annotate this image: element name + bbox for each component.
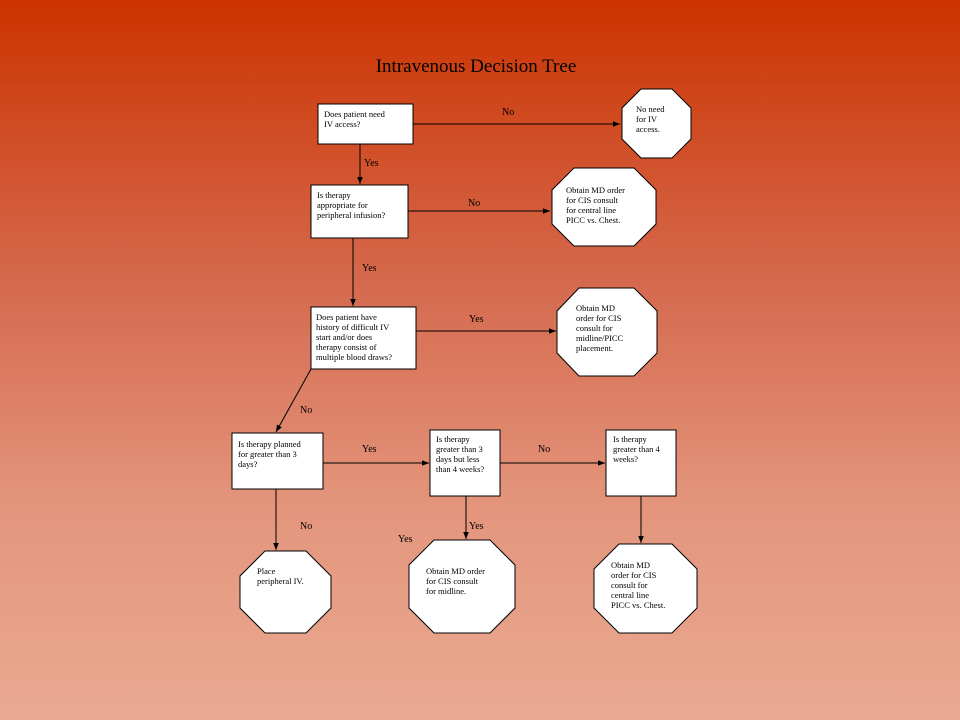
t-central-2-line: PICC vs. Chest. xyxy=(611,600,665,610)
edge-label-gt3-yes: Yes xyxy=(362,444,377,455)
terminal-midline-octagon xyxy=(408,539,516,634)
decision-gt3-days xyxy=(231,432,324,490)
t-central-1-line: for CIS consult xyxy=(566,195,619,205)
edge-label-diff-yes: Yes xyxy=(469,314,484,325)
t-midline-line: for CIS consult xyxy=(426,576,479,586)
decision-gt4-weeks xyxy=(605,429,677,497)
decision-peripheral xyxy=(310,184,409,239)
t-central-1-line: PICC vs. Chest. xyxy=(566,215,620,225)
terminal-no-iv-octagon xyxy=(621,88,692,159)
t-midline-picc-line: placement. xyxy=(576,343,613,353)
decision-3days-4weeks xyxy=(429,429,501,497)
edge-label-diff-no: No xyxy=(300,405,312,416)
q-3to4-line: days but less xyxy=(436,454,479,464)
q-peripheral-line: appropriate for xyxy=(317,200,368,210)
decision-difficult-iv xyxy=(310,306,417,370)
q-3to4-line: greater than 3 xyxy=(436,444,483,454)
edge-label-need-no: No xyxy=(502,107,514,118)
slide-title: Intravenous Decision Tree xyxy=(375,56,577,77)
terminal-midline-picc-octagon xyxy=(556,287,658,377)
edge-diff-no xyxy=(275,368,312,433)
t-peripheral-line: Place xyxy=(257,566,276,576)
q-need-iv-line: IV access? xyxy=(324,119,361,129)
edge-label-periph-yes: Yes xyxy=(362,263,377,274)
terminal-central-line-2-octagon xyxy=(593,543,698,634)
t-central-1-line: Obtain MD order xyxy=(566,185,625,195)
t-midline-line: Obtain MD order xyxy=(426,566,485,576)
edge-label-gt3-no: No xyxy=(300,521,312,532)
t-no-iv-line: access. xyxy=(636,124,660,134)
terminal-peripheral-iv-octagon xyxy=(239,550,332,634)
q-3to4-line: than 4 weeks? xyxy=(436,464,484,474)
t-peripheral-line: peripheral IV. xyxy=(257,576,304,586)
edge-label-mid-yes-2: Yes xyxy=(398,534,413,545)
q-peripheral-line: Is therapy xyxy=(317,190,352,200)
t-midline-picc-line: Obtain MD xyxy=(576,303,615,313)
t-central-2-line: central line xyxy=(611,590,649,600)
t-central-2-line: Obtain MD xyxy=(611,560,650,570)
q-need-iv-line: Does patient need xyxy=(324,109,386,119)
q-difficult-line: start and/or does xyxy=(316,332,372,342)
t-no-iv-line: No need xyxy=(636,104,665,114)
edge-label-mid-no: No xyxy=(538,444,550,455)
decision-need-iv xyxy=(317,103,414,145)
t-midline-picc-line: order for CIS xyxy=(576,313,622,323)
q-gt3-line: for greater than 3 xyxy=(238,449,297,459)
t-midline-picc-line: consult for xyxy=(576,323,613,333)
t-no-iv-line: for IV xyxy=(636,114,658,124)
edge-label-periph-no: No xyxy=(468,198,480,209)
q-3to4-line: Is therapy xyxy=(436,434,471,444)
t-midline-line: for midline. xyxy=(426,586,466,596)
q-gt4w-line: greater than 4 xyxy=(613,444,660,454)
edge-label-need-yes: Yes xyxy=(364,158,379,169)
t-central-1-line: for central line xyxy=(566,205,616,215)
terminal-central-line-octagon xyxy=(551,167,657,247)
t-midline-picc-line: midline/PICC xyxy=(576,333,624,343)
q-difficult-line: Does patient have xyxy=(316,312,377,322)
q-gt3-line: Is therapy planned xyxy=(238,439,302,449)
edge-label-mid-yes: Yes xyxy=(469,521,484,532)
q-gt4w-line: weeks? xyxy=(613,454,638,464)
q-difficult-line: multiple blood draws? xyxy=(316,352,392,362)
q-gt3-line: days? xyxy=(238,459,258,469)
q-peripheral-line: peripheral infusion? xyxy=(317,210,385,220)
q-gt4w-line: Is therapy xyxy=(613,434,648,444)
q-difficult-line: therapy consist of xyxy=(316,342,377,352)
t-central-2-line: consult for xyxy=(611,580,648,590)
q-difficult-line: history of difficult IV xyxy=(316,322,390,332)
t-central-2-line: order for CIS xyxy=(611,570,657,580)
